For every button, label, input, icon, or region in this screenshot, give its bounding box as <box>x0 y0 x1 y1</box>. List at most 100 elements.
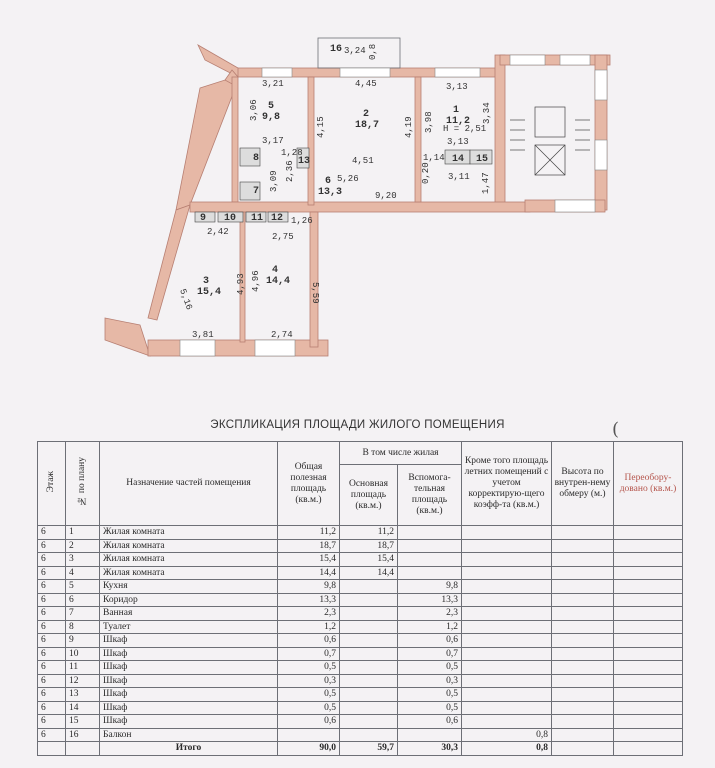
cell-aux: 13,3 <box>397 592 462 607</box>
cell-floor: 6 <box>37 579 66 594</box>
dim-4: 3,13 <box>446 82 468 92</box>
dim-24: 2,75 <box>272 232 294 242</box>
dim-29: 5,59 <box>310 282 320 304</box>
room-labels: 1 11,2 2 18,7 3 15,4 4 14,4 5 9,8 6 13,3… <box>197 44 488 298</box>
dim-16: 0,20 <box>421 162 431 184</box>
cell-height <box>551 633 614 648</box>
room-no-8: 8 <box>253 153 259 164</box>
cell-height <box>551 565 614 580</box>
cell-main <box>339 714 398 729</box>
room-area-5: 9,8 <box>262 112 280 123</box>
cell-summer <box>461 660 552 675</box>
cell-main <box>339 619 398 634</box>
cell-no: 4 <box>65 565 100 580</box>
cell-no: 8 <box>65 619 100 634</box>
cell-aux: 0,6 <box>397 633 462 648</box>
cell-name: Шкаф <box>99 687 278 702</box>
floor-plan: 1 11,2 2 18,7 3 15,4 4 14,4 5 9,8 6 13,3… <box>104 37 611 357</box>
cell-reequip <box>613 592 683 607</box>
cell-reequip <box>613 727 683 742</box>
cell-total: 0,6 <box>277 633 340 648</box>
cell-aux <box>397 552 462 567</box>
cell-main <box>339 646 398 661</box>
cell-reequip <box>613 687 683 702</box>
cell-reequip <box>613 565 683 580</box>
cell-total: 0,5 <box>277 700 340 715</box>
total-empty <box>551 741 614 756</box>
header-incl-living: В том числе жилая <box>339 441 462 465</box>
explication-title: ЭКСПЛИКАЦИЯ ПЛОЩАДИ ЖИЛОГО ПОМЕЩЕНИЯ <box>210 419 505 431</box>
cell-summer <box>461 525 552 540</box>
cell-aux: 0,5 <box>397 700 462 715</box>
header-summer: Кроме того площадь летних помещений с уч… <box>461 441 552 526</box>
cell-no: 15 <box>65 714 100 729</box>
dim-9: Н = 2,51 <box>443 124 486 134</box>
cell-no: 1 <box>65 525 100 540</box>
cell-total: 1,2 <box>277 619 340 634</box>
cell-height <box>551 619 614 634</box>
dim-1: 0,8 <box>368 44 378 60</box>
room-no-7: 7 <box>253 186 259 197</box>
cell-main <box>339 592 398 607</box>
cell-main: 15,4 <box>339 552 398 567</box>
cell-total: 0,5 <box>277 660 340 675</box>
cell-name: Шкаф <box>99 646 278 661</box>
room-no-9: 9 <box>200 213 206 224</box>
header-main: Основная площадь (кв.м.) <box>339 464 398 526</box>
cell-floor: 6 <box>37 727 66 742</box>
total-empty <box>65 741 100 756</box>
cell-no: 9 <box>65 633 100 648</box>
cell-reequip <box>613 673 683 688</box>
cell-floor: 6 <box>37 660 66 675</box>
cell-total: 2,3 <box>277 606 340 621</box>
cell-no: 2 <box>65 538 100 553</box>
cell-height <box>551 579 614 594</box>
cell-height <box>551 646 614 661</box>
dim-22: 3,09 <box>269 170 279 192</box>
cell-main <box>339 687 398 702</box>
dim-26: 5,16 <box>177 288 194 312</box>
cell-floor: 6 <box>37 565 66 580</box>
cell-summer <box>461 606 552 621</box>
cell-height <box>551 592 614 607</box>
cell-name: Туалет <box>99 619 278 634</box>
room-no-5: 5 <box>268 101 274 112</box>
header-reequip: Переобору-довано (кв.м.) <box>613 441 683 526</box>
room-no-10: 10 <box>224 213 236 224</box>
cell-aux <box>397 525 462 540</box>
cell-no: 7 <box>65 606 100 621</box>
stair-symbol <box>510 106 590 176</box>
cell-floor: 6 <box>37 592 66 607</box>
cell-name: Шкаф <box>99 633 278 648</box>
cell-height <box>551 673 614 688</box>
cell-height <box>551 606 614 621</box>
cell-height <box>551 538 614 553</box>
dim-3: 4,45 <box>355 79 377 89</box>
total-empty <box>613 741 683 756</box>
cell-name: Шкаф <box>99 660 278 675</box>
cell-main: 18,7 <box>339 538 398 553</box>
cell-height <box>551 727 614 742</box>
cell-total: 11,2 <box>277 525 340 540</box>
header-total: Общая полезная площадь (кв.м.) <box>277 441 340 526</box>
total-label: Итого <box>99 741 278 756</box>
total-empty <box>37 741 66 756</box>
cell-aux: 0,3 <box>397 673 462 688</box>
room-no-14: 14 <box>452 154 464 165</box>
cell-name: Шкаф <box>99 714 278 729</box>
cell-floor: 6 <box>37 552 66 567</box>
room-no-15: 15 <box>476 154 488 165</box>
cell-floor: 6 <box>37 525 66 540</box>
cell-aux: 2,3 <box>397 606 462 621</box>
cell-no: 10 <box>65 646 100 661</box>
cell-name: Жилая комната <box>99 552 278 567</box>
